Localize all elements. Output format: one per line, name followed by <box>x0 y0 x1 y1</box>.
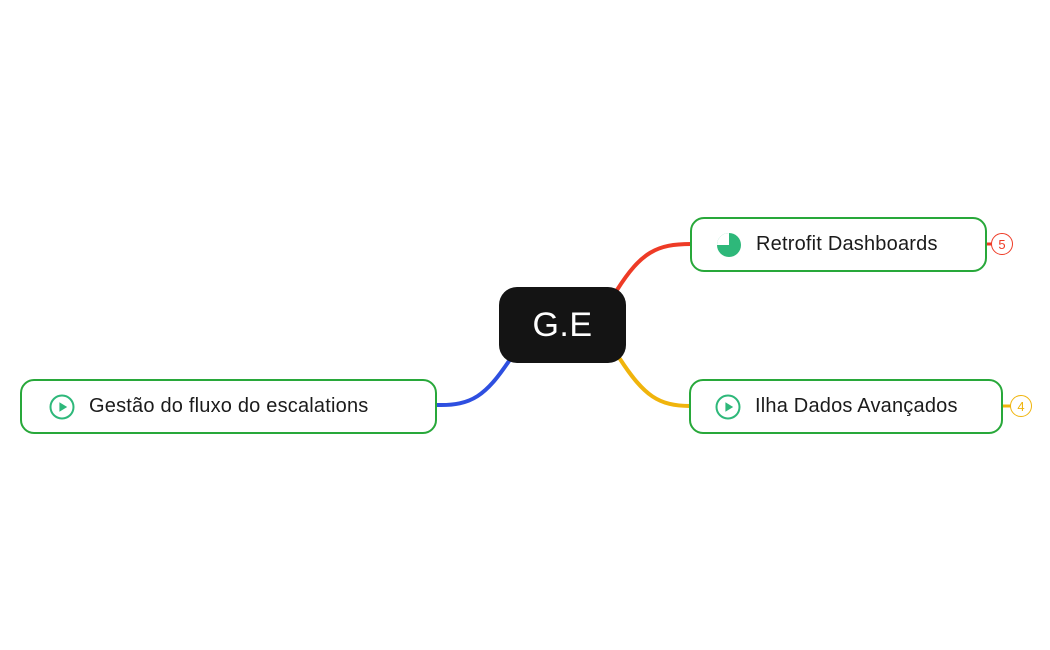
topic-node-ilha-dados[interactable]: Ilha Dados Avançados <box>689 379 1003 434</box>
subtopic-count-badge-ilha[interactable]: 4 <box>1010 395 1032 417</box>
central-topic-node[interactable]: G.E <box>499 287 626 363</box>
branch-line-yellow <box>618 357 692 408</box>
play-icon <box>49 394 75 419</box>
branch-line-red <box>615 242 693 292</box>
topic-label: Gestão do fluxo do escalations <box>89 395 369 417</box>
play-icon <box>715 394 741 419</box>
topic-node-gestao-fluxo[interactable]: Gestão do fluxo do escalations <box>20 379 437 434</box>
topic-label: Retrofit Dashboards <box>756 233 938 255</box>
central-topic-label: G.E <box>532 305 593 344</box>
subtopic-count-badge-retrofit[interactable]: 5 <box>991 233 1013 255</box>
topic-label: Ilha Dados Avançados <box>755 395 958 417</box>
pie-chart-icon <box>717 232 741 257</box>
branch-line-blue <box>435 359 511 408</box>
topic-node-retrofit-dashboards[interactable]: Retrofit Dashboards <box>690 217 987 272</box>
